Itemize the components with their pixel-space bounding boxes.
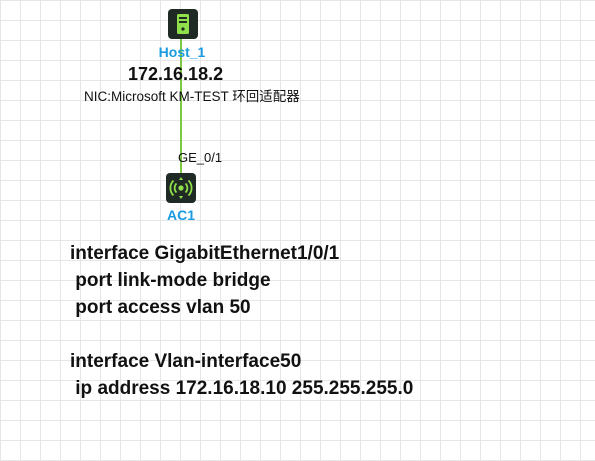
server-icon: [177, 14, 189, 34]
host-label[interactable]: Host_1: [158, 44, 206, 60]
config-line: interface Vlan-interface50: [70, 351, 302, 372]
host-device[interactable]: [168, 9, 198, 39]
config-line: interface GigabitEthernet1/0/1: [70, 243, 340, 264]
host-ip-address: 172.16.18.2: [128, 64, 224, 84]
host-nic-label: NIC:Microsoft KM-TEST 环回适配器: [84, 89, 300, 104]
ac-device[interactable]: [166, 173, 196, 203]
network-link[interactable]: [180, 38, 182, 174]
config-line: port link-mode bridge: [70, 270, 271, 291]
access-controller-icon: [169, 177, 193, 199]
config-text-block: interface GigabitEthernet1/0/1 port link…: [70, 240, 413, 402]
config-line: ip address 172.16.18.10 255.255.255.0: [70, 378, 414, 399]
port-label: GE_0/1: [178, 150, 223, 165]
ac-label[interactable]: AC1: [166, 207, 195, 223]
config-line: [70, 321, 413, 348]
config-line: port access vlan 50: [70, 297, 251, 318]
